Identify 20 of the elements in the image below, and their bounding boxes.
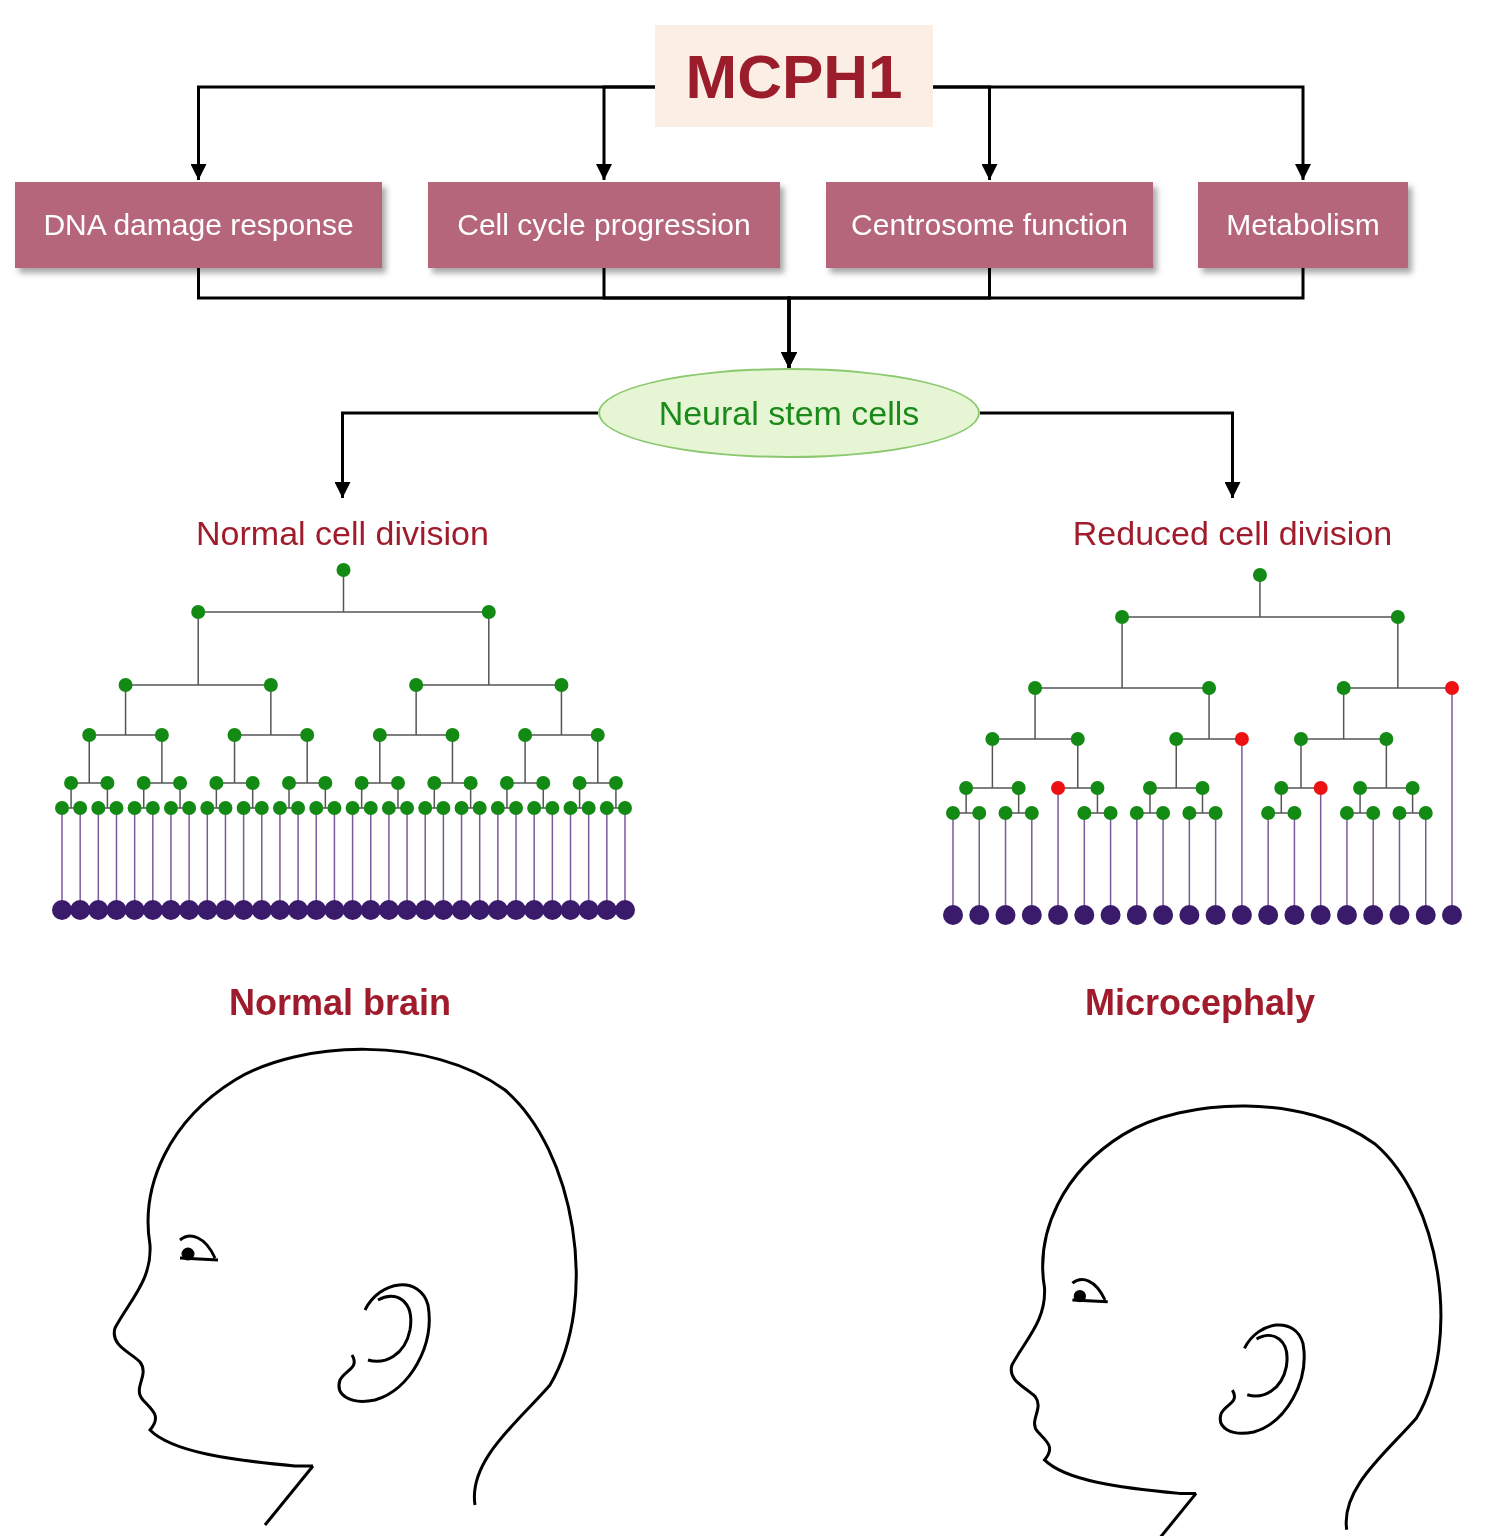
outcome-heading: Normal brain <box>228 982 451 1024</box>
arrow <box>781 268 1305 368</box>
outcome-heading: Microcephaly <box>1084 982 1316 1024</box>
gene-box <box>655 25 933 127</box>
arrow <box>933 85 1311 180</box>
caption-text: Reduced cell division <box>1035 508 1430 558</box>
arrow <box>334 411 598 498</box>
node-label: Metabolism <box>1226 208 1380 242</box>
arrow <box>980 411 1241 498</box>
process-box <box>15 182 382 268</box>
process-box <box>826 182 1153 268</box>
arrow <box>596 85 655 180</box>
process-box <box>1198 182 1408 268</box>
node-label: Centrosome function <box>851 208 1128 242</box>
node-label: DNA damage response <box>43 208 354 242</box>
node-label: MCPH1 <box>685 40 903 112</box>
node-label: Cell cycle progression <box>457 208 751 242</box>
node-label: Neural stem cells <box>658 393 920 433</box>
process-box <box>428 182 780 268</box>
caption-text: Normal cell division <box>150 508 535 558</box>
